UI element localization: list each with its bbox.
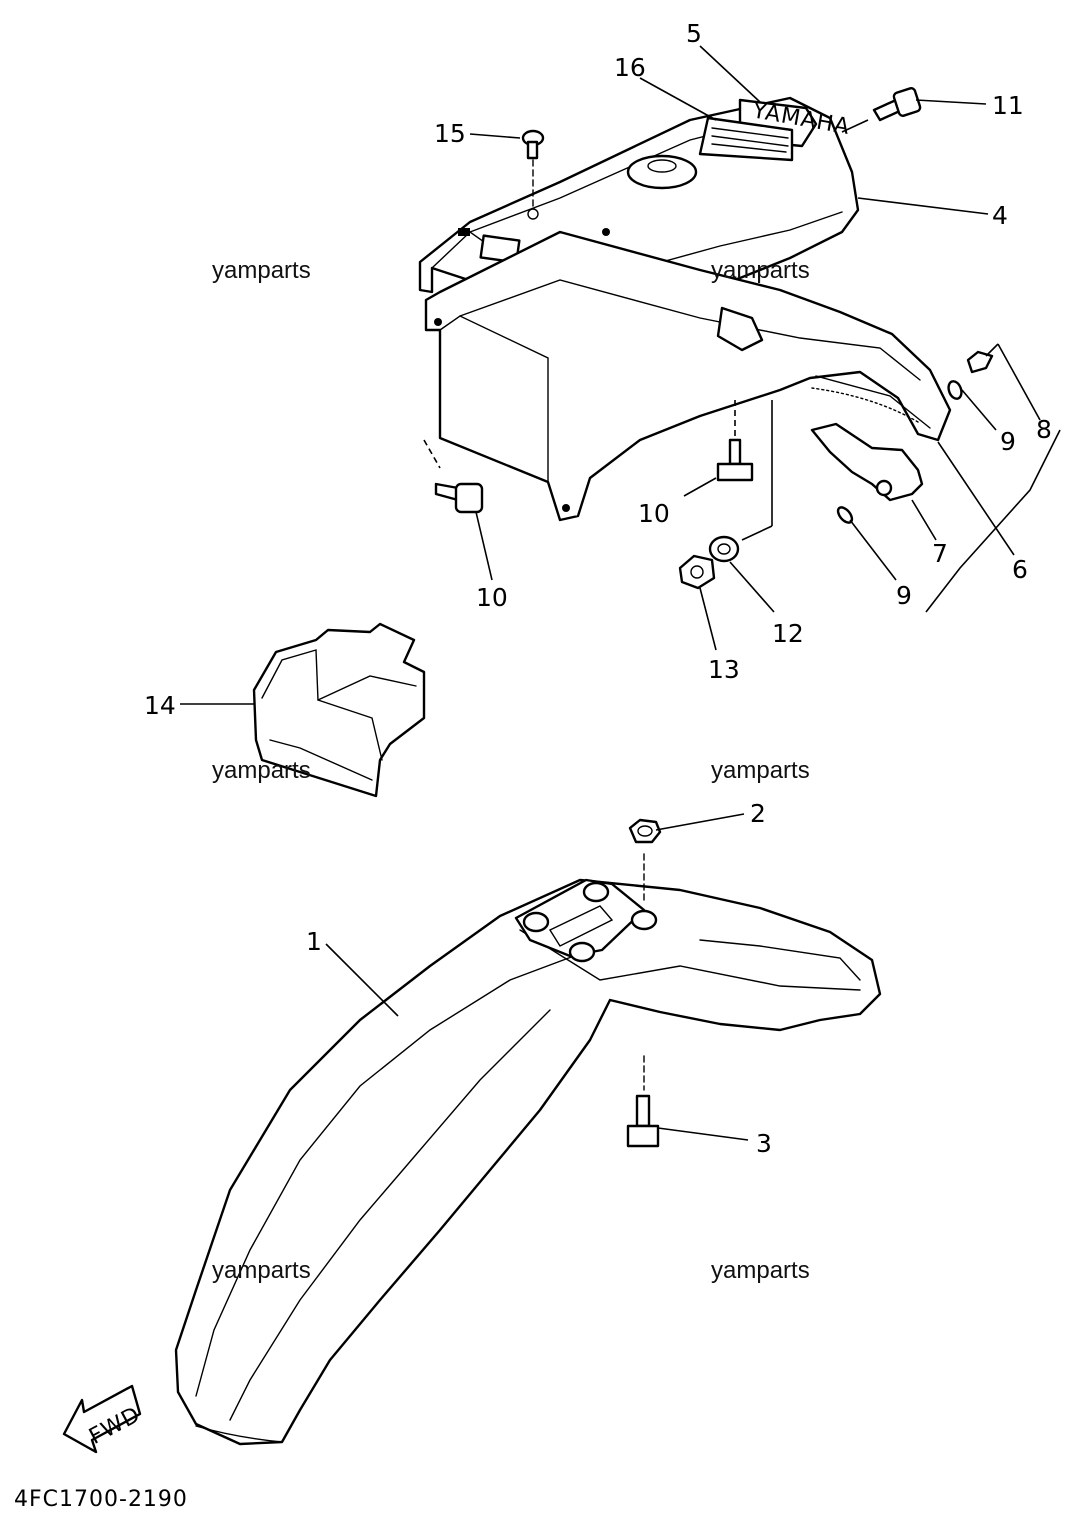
bolt-2	[628, 818, 662, 844]
callout-3: 3	[756, 1129, 772, 1158]
callout-12: 12	[772, 619, 804, 648]
callout-9-upper: 9	[1000, 427, 1016, 456]
bolt-10-left	[423, 439, 484, 514]
fwd-arrow: FWD	[62, 1384, 145, 1454]
front-fender	[174, 849, 882, 1446]
bolt-10-center	[716, 400, 754, 482]
washer-12	[708, 535, 740, 563]
watermark: yamparts	[711, 1257, 810, 1284]
watermark: yamparts	[711, 757, 810, 784]
rear-fender-lower	[424, 230, 952, 522]
mud-flap	[252, 622, 426, 798]
screw-15	[521, 129, 545, 211]
callout-11: 11	[992, 91, 1024, 120]
grommet-9-upper	[947, 380, 963, 400]
callout-1: 1	[306, 927, 322, 956]
callout-10-center: 10	[638, 499, 670, 528]
watermark: yamparts	[711, 257, 810, 284]
callout-14: 14	[144, 691, 176, 720]
callout-13: 13	[708, 655, 740, 684]
callout-5: 5	[686, 19, 702, 48]
rivet-8	[966, 343, 999, 374]
callout-2: 2	[750, 799, 766, 828]
callout-4: 4	[992, 201, 1008, 230]
watermark: yamparts	[212, 757, 311, 784]
bolt-11	[872, 87, 922, 122]
nut-13	[678, 554, 716, 590]
callout-8: 8	[1036, 415, 1052, 444]
reflector-bracket	[810, 422, 924, 502]
callout-6: 6	[1012, 555, 1028, 584]
callout-15: 15	[434, 119, 466, 148]
watermark: yamparts	[212, 1257, 311, 1284]
decal	[698, 116, 794, 162]
watermarks: yamparts yamparts yamparts yamparts yamp…	[212, 257, 810, 1284]
bolt-3	[626, 1094, 660, 1148]
callout-labels: 1 2 3 4 5 6 7 8 9 9 10 10 11 12 13 14 15…	[144, 19, 1052, 1158]
callout-7: 7	[932, 539, 948, 568]
callout-10-left: 10	[476, 583, 508, 612]
leader-lines	[180, 45, 1061, 1141]
watermark: yamparts	[212, 257, 311, 284]
callout-9-lower: 9	[896, 581, 912, 610]
diagram-code: 4FC1700-2190	[14, 1487, 188, 1512]
callout-16: 16	[614, 53, 646, 82]
